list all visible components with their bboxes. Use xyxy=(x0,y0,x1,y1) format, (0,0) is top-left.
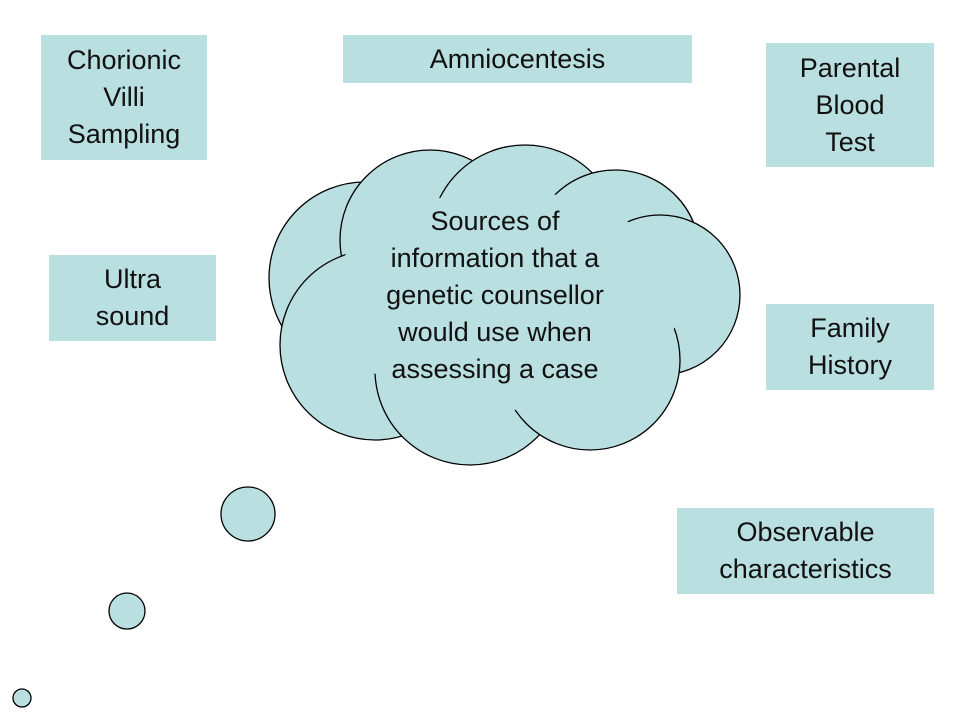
family-history-box: Family History xyxy=(766,304,934,390)
thought-bubble-large xyxy=(220,486,276,542)
thought-bubble-small xyxy=(12,688,32,708)
chorionic-villi-sampling-box: Chorionic Villi Sampling xyxy=(41,35,207,160)
thought-bubble-medium xyxy=(108,592,146,630)
amniocentesis-box: Amniocentesis xyxy=(343,35,692,83)
observable-characteristics-box: Observable characteristics xyxy=(677,508,934,594)
thought-bubbles xyxy=(12,486,276,708)
ultrasound-box: Ultra sound xyxy=(49,255,216,341)
parental-blood-test-box: Parental Blood Test xyxy=(766,43,934,167)
cloud-text: Sources of information that a genetic co… xyxy=(386,205,604,384)
